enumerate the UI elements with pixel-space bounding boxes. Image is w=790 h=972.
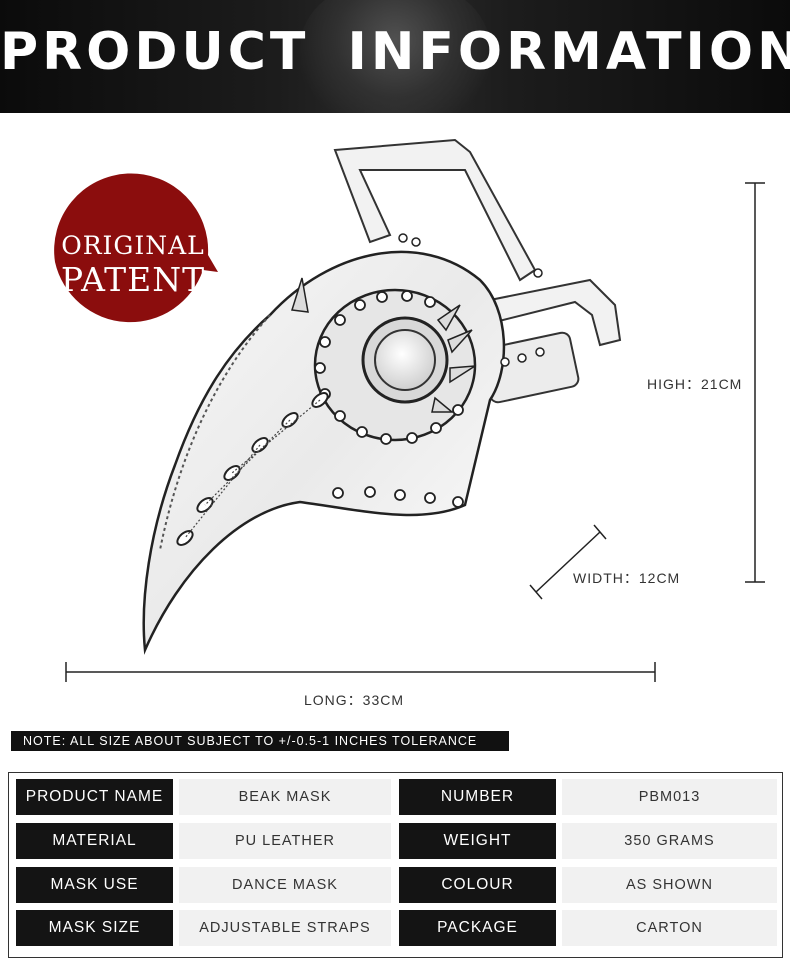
badge-line-1: ORIGINAL	[61, 231, 205, 260]
spec-value-product-name: BEAK MASK	[179, 779, 391, 815]
spec-label-product-name: PRODUCT NAME	[16, 779, 173, 815]
length-label: LONG：33CM	[304, 692, 405, 708]
width-dimension-line	[529, 524, 607, 600]
spec-label-mask-use: MASK USE	[16, 867, 173, 903]
beak-mask-illustration	[142, 138, 622, 655]
spec-label-weight: WEIGHT	[399, 823, 556, 859]
tolerance-note: NOTE: ALL SIZE ABOUT SUBJECT TO +/-0.5-1…	[11, 731, 509, 751]
original-patent-badge: ORIGINAL PATENT	[54, 173, 218, 323]
spec-value-package: CARTON	[562, 910, 777, 946]
strap-rivets	[398, 233, 545, 367]
spec-label-mask-size: MASK SIZE	[16, 910, 173, 946]
spec-label-colour: COLOUR	[399, 867, 556, 903]
side-strap	[488, 278, 622, 347]
spec-label-material: MATERIAL	[16, 823, 173, 859]
spec-value-mask-use: DANCE MASK	[179, 867, 391, 903]
top-strap	[333, 138, 537, 282]
height-dimension-line	[745, 182, 765, 583]
spec-value-colour: AS SHOWN	[562, 867, 777, 903]
spec-label-package: PACKAGE	[399, 910, 556, 946]
page-title: PRODUCT INFORMATION	[0, 22, 790, 82]
spec-value-number: PBM013	[562, 779, 777, 815]
lacing-cords	[184, 399, 321, 539]
spec-value-weight: 350 GRAMS	[562, 823, 777, 859]
lower-rivets	[332, 486, 464, 508]
spikes	[291, 277, 476, 413]
goggle-lens	[374, 329, 436, 391]
spec-table: PRODUCT NAME BEAK MASK NUMBER PBM013 MAT…	[8, 772, 783, 958]
header-banner: PRODUCT INFORMATION	[0, 0, 790, 113]
badge-shape	[54, 173, 218, 323]
length-dimension-line	[65, 662, 656, 682]
badge-line-2: PATENT	[61, 260, 205, 299]
spec-value-mask-size: ADJUSTABLE STRAPS	[179, 910, 391, 946]
height-label: HIGH：21CM	[647, 376, 743, 392]
beak-seam	[159, 314, 271, 551]
spec-label-number: NUMBER	[399, 779, 556, 815]
width-label: WIDTH：12CM	[573, 570, 681, 586]
spec-value-material: PU LEATHER	[179, 823, 391, 859]
header-background-figure	[300, 0, 490, 113]
